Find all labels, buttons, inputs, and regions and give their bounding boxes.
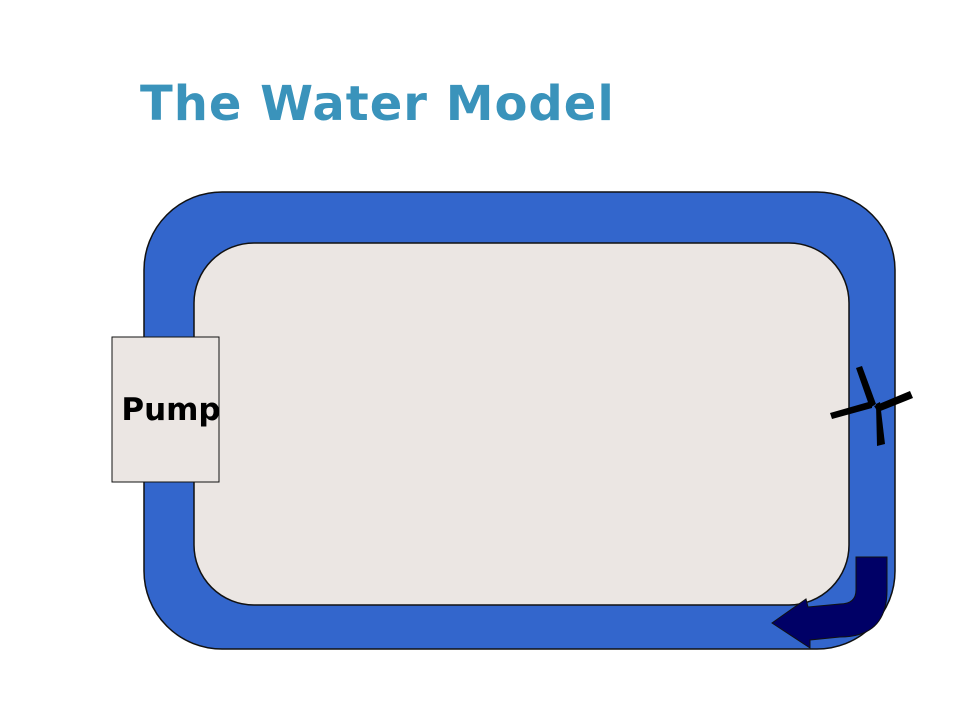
pump: Pump [111, 336, 221, 483]
fan-icon [830, 366, 913, 446]
inner-area [193, 242, 850, 606]
fan-blade-right [874, 391, 913, 412]
pump-box [111, 336, 220, 483]
pump-label: Pump [121, 392, 220, 428]
fan-blade-bottom [876, 402, 885, 446]
slide-title: The Water Model [140, 76, 615, 132]
curved-arrow-left-icon [771, 556, 888, 649]
fan-blade-left [830, 401, 872, 419]
fan-blade-top [856, 366, 876, 408]
